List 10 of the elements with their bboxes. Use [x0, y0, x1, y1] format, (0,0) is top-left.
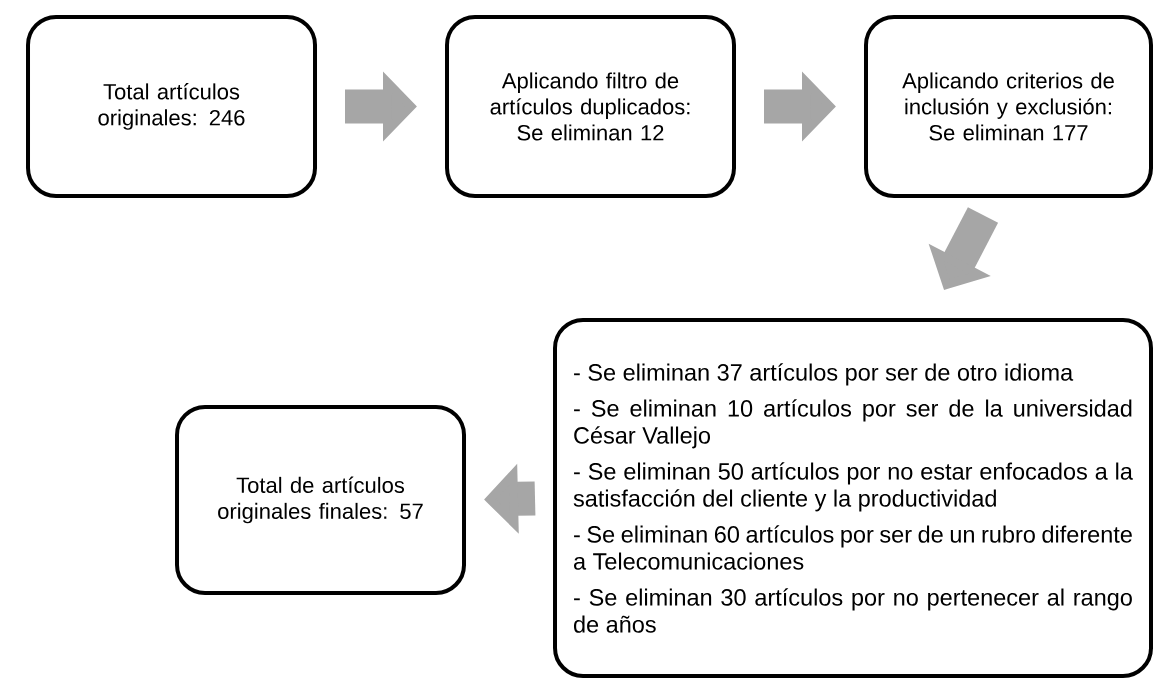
list-item: - Se eliminan 10 artículos por ser de la universidad César Vallejo [574, 399, 1132, 449]
list-item: - Se eliminan 60 artículos por ser de un rubro diferente a Telecomunicaciones [574, 525, 1132, 570]
process-box: Aplicando criterios de inclusión y exclusión: Se eliminan 177 [864, 15, 1153, 198]
process-box: Total artículos originales: 246 [26, 15, 317, 198]
process-box [553, 318, 1153, 678]
list-item: - Se eliminan 37 artículos por ser de otro idioma [574, 363, 1074, 386]
process-box: Aplicando filtro de artículos duplicados: Se eliminan 12 [445, 15, 736, 198]
list-item: - Se eliminan 50 artículos por no estar enfocados a la satisfacción del cliente y la productividad [573, 462, 1133, 512]
list-item: - Se eliminan 30 artículos por no pertenecer al rango de años [574, 588, 1132, 633]
process-box: Total de artículos originales finales: 57 [175, 405, 466, 595]
